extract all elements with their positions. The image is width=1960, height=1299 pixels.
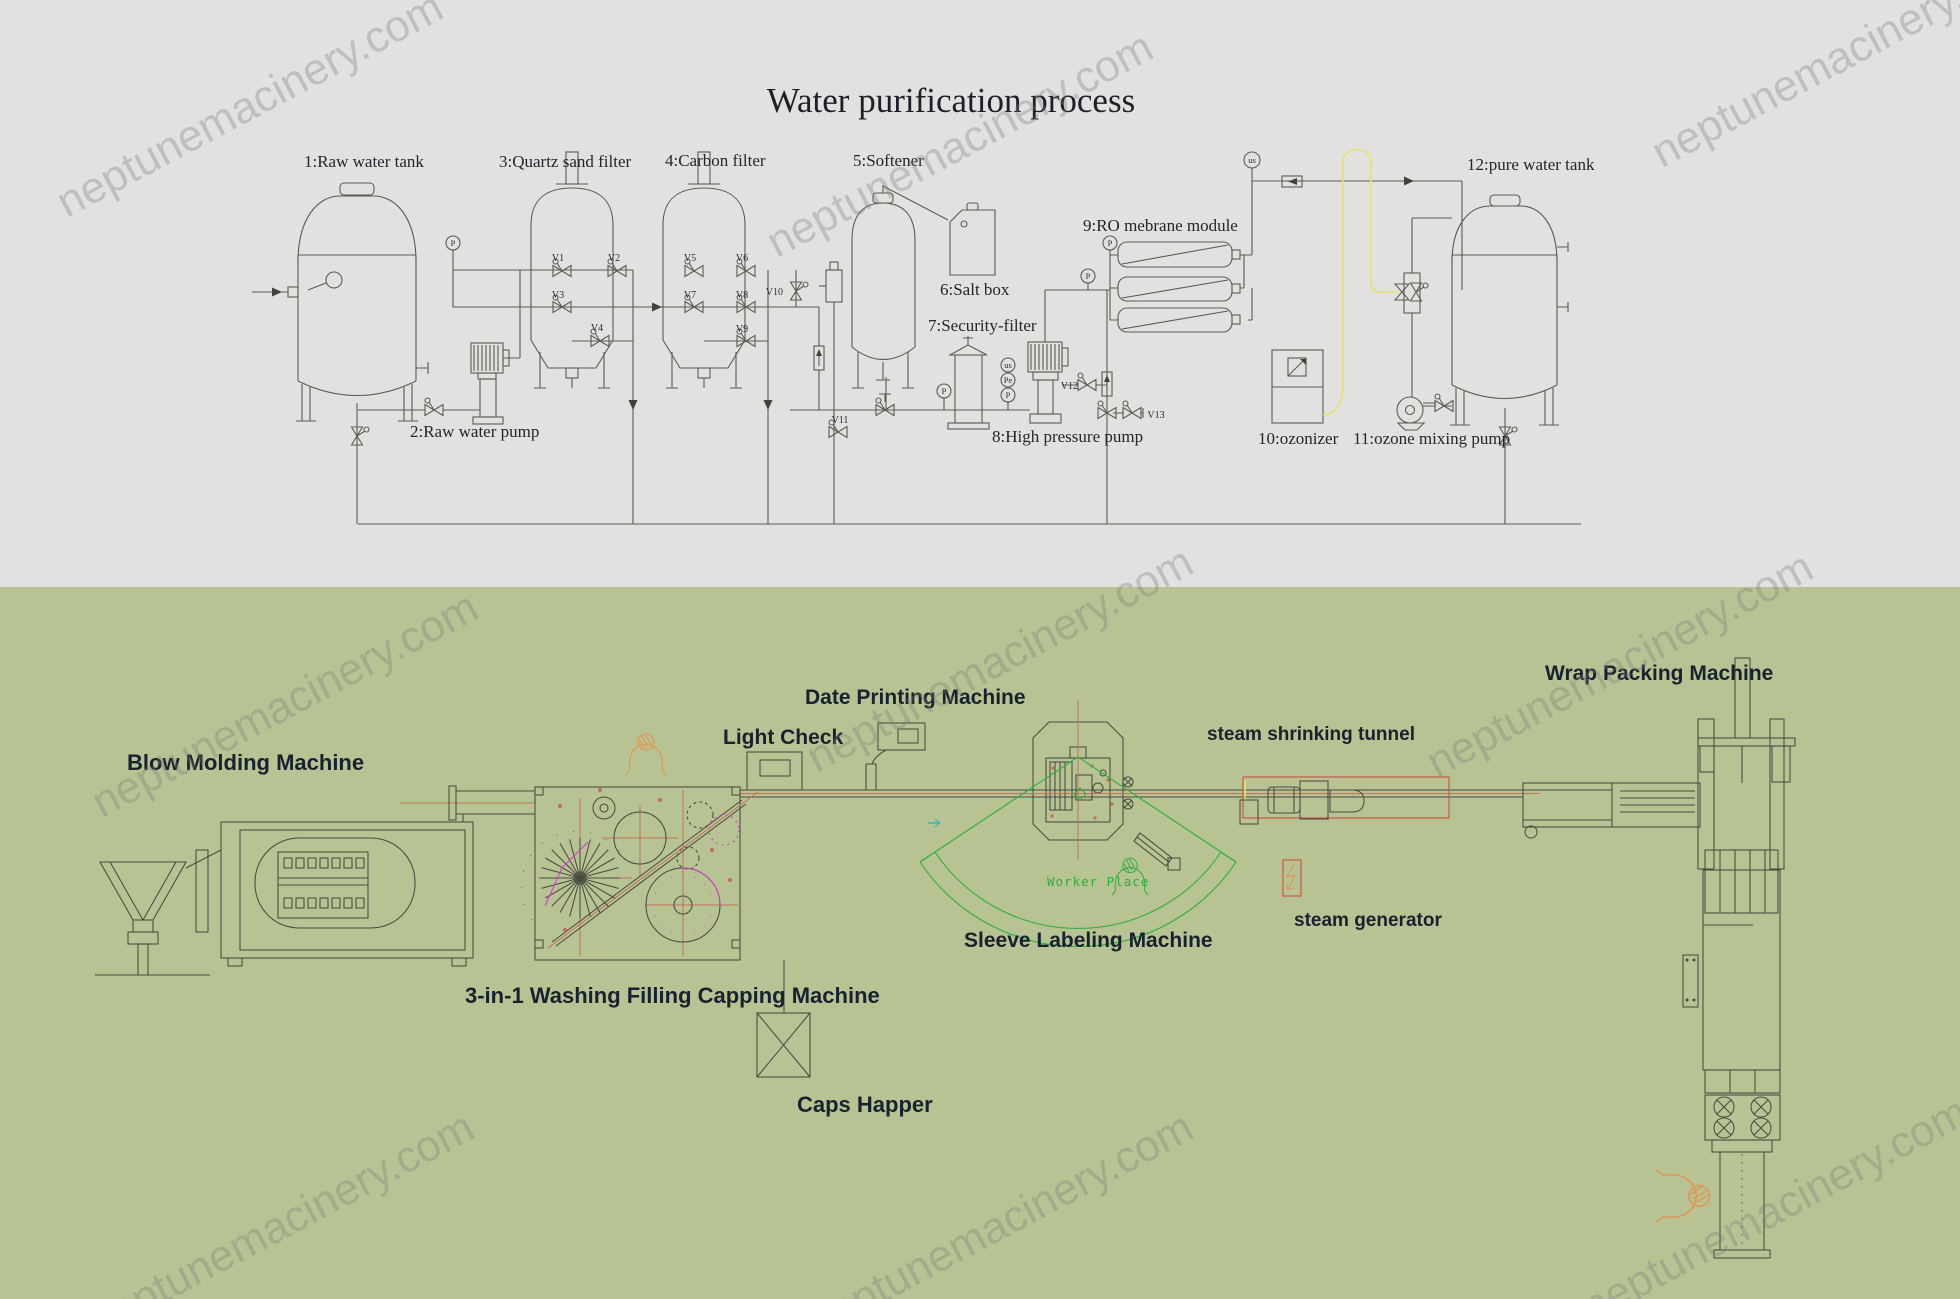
svg-text:V5: V5 bbox=[684, 253, 696, 264]
label-quartz-sand-filter: 3:Quartz sand filter bbox=[499, 152, 632, 171]
sleeve-labeling-machine-drawing bbox=[919, 700, 1237, 947]
high-pressure-pump-drawing bbox=[1027, 341, 1069, 424]
water-purification-diagram: P P us Pe P P P us Water purification pr… bbox=[252, 81, 1595, 525]
label-sleeve-labeling: Sleeve Labeling Machine bbox=[964, 929, 1213, 952]
quartz-sand-filter-drawing bbox=[530, 151, 614, 389]
wrap-packing-machine-drawing bbox=[1522, 657, 1796, 1259]
bottling-line-diagram: Blow Molding Machine 3-in-1 Washing Fill… bbox=[95, 657, 1796, 1259]
label-steam-generator: steam generator bbox=[1294, 910, 1442, 931]
valves bbox=[352, 258, 1518, 445]
label-carbon-filter: 4:Carbon filter bbox=[665, 151, 766, 170]
light-check-drawing bbox=[746, 751, 803, 791]
washing-filling-capping-machine-drawing bbox=[520, 733, 759, 961]
svg-text:V13: V13 bbox=[1147, 410, 1164, 421]
gauge-us-label: us bbox=[1004, 360, 1012, 370]
label-security-filter: 7:Security-filter bbox=[928, 316, 1037, 335]
gauge-p-label: P bbox=[1086, 271, 1091, 281]
svg-text:V4: V4 bbox=[591, 323, 603, 334]
svg-text:V1: V1 bbox=[552, 253, 564, 264]
carbon-filter-drawing bbox=[662, 151, 746, 389]
label-worker-place: Worker Place bbox=[1047, 874, 1149, 889]
label-ozonizer: 10:ozonizer bbox=[1258, 429, 1339, 448]
gauge-us-label: us bbox=[1248, 155, 1256, 165]
flow-arrows bbox=[272, 176, 1414, 410]
svg-text:V2: V2 bbox=[608, 253, 620, 264]
date-printing-machine-drawing bbox=[865, 722, 926, 791]
steam-generator-drawing bbox=[1282, 859, 1302, 897]
page-title: Water purification process bbox=[767, 81, 1135, 120]
label-steam-shrinking-tunnel: steam shrinking tunnel bbox=[1207, 724, 1415, 745]
label-washing-filling-capping: 3-in-1 Washing Filling Capping Machine bbox=[465, 983, 880, 1008]
gauge-p-label: P bbox=[1006, 390, 1011, 400]
gauges: P P us Pe P P P us bbox=[445, 151, 1261, 403]
svg-text:V9: V9 bbox=[736, 324, 748, 335]
valve-labels: V1 V2 V3 V4 V5 V6 V7 V8 V9 V10 V11 V12 V… bbox=[552, 253, 1165, 426]
svg-text:V12: V12 bbox=[1061, 381, 1078, 392]
softener-drawing bbox=[819, 185, 949, 389]
ozone-line bbox=[1322, 149, 1398, 416]
gauge-p-label: P bbox=[1108, 238, 1113, 248]
label-ozone-mixing-pump: 11:ozone mixing pump bbox=[1353, 429, 1510, 448]
gauge-p-label: P bbox=[451, 238, 456, 248]
ozonizer-drawing bbox=[1271, 349, 1324, 424]
label-blow-molding: Blow Molding Machine bbox=[127, 750, 364, 775]
label-date-printing: Date Printing Machine bbox=[805, 686, 1026, 709]
blow-molding-machine-drawing bbox=[95, 785, 535, 976]
svg-text:V11: V11 bbox=[832, 415, 849, 426]
main-conveyor bbox=[400, 789, 1540, 804]
pure-water-tank-drawing bbox=[1450, 194, 1569, 426]
caps-hopper-drawing bbox=[756, 960, 811, 1078]
label-pure-water-tank: 12:pure water tank bbox=[1467, 155, 1595, 174]
label-raw-water-pump: 2:Raw water pump bbox=[410, 422, 539, 441]
label-softener: 5:Softener bbox=[853, 151, 924, 170]
label-wrap-packing: Wrap Packing Machine bbox=[1545, 662, 1773, 685]
piping bbox=[252, 168, 1581, 525]
gauge-p-label: P bbox=[942, 386, 947, 396]
label-high-pressure-pump: 8:High pressure pump bbox=[992, 427, 1143, 446]
security-filter-drawing bbox=[947, 336, 990, 430]
raw-water-pump-drawing bbox=[470, 342, 510, 425]
svg-text:V7: V7 bbox=[684, 290, 696, 301]
svg-text:V10: V10 bbox=[766, 287, 783, 298]
svg-text:V3: V3 bbox=[552, 290, 564, 301]
salt-box-drawing bbox=[949, 202, 996, 276]
ozone-mixing-pump-drawing bbox=[1393, 272, 1436, 431]
raw-water-tank-drawing bbox=[287, 182, 429, 422]
steam-shrinking-tunnel-drawing bbox=[1239, 776, 1450, 825]
gauge-pe-label: Pe bbox=[1004, 375, 1013, 385]
water-purification-section: P P us Pe P P P us Water purification pr… bbox=[0, 0, 1960, 587]
ro-membrane-module-drawing bbox=[1117, 241, 1241, 333]
bottling-line-section: Blow Molding Machine 3-in-1 Washing Fill… bbox=[0, 587, 1960, 1299]
label-caps-happer: Caps Happer bbox=[797, 1092, 933, 1117]
svg-text:V8: V8 bbox=[736, 290, 748, 301]
label-ro-membrane-module: 9:RO mebrane module bbox=[1083, 216, 1238, 235]
svg-text:V6: V6 bbox=[736, 253, 748, 264]
label-raw-water-tank: 1:Raw water tank bbox=[304, 152, 424, 171]
label-light-check: Light Check bbox=[723, 726, 843, 749]
label-salt-box: 6:Salt box bbox=[940, 280, 1010, 299]
